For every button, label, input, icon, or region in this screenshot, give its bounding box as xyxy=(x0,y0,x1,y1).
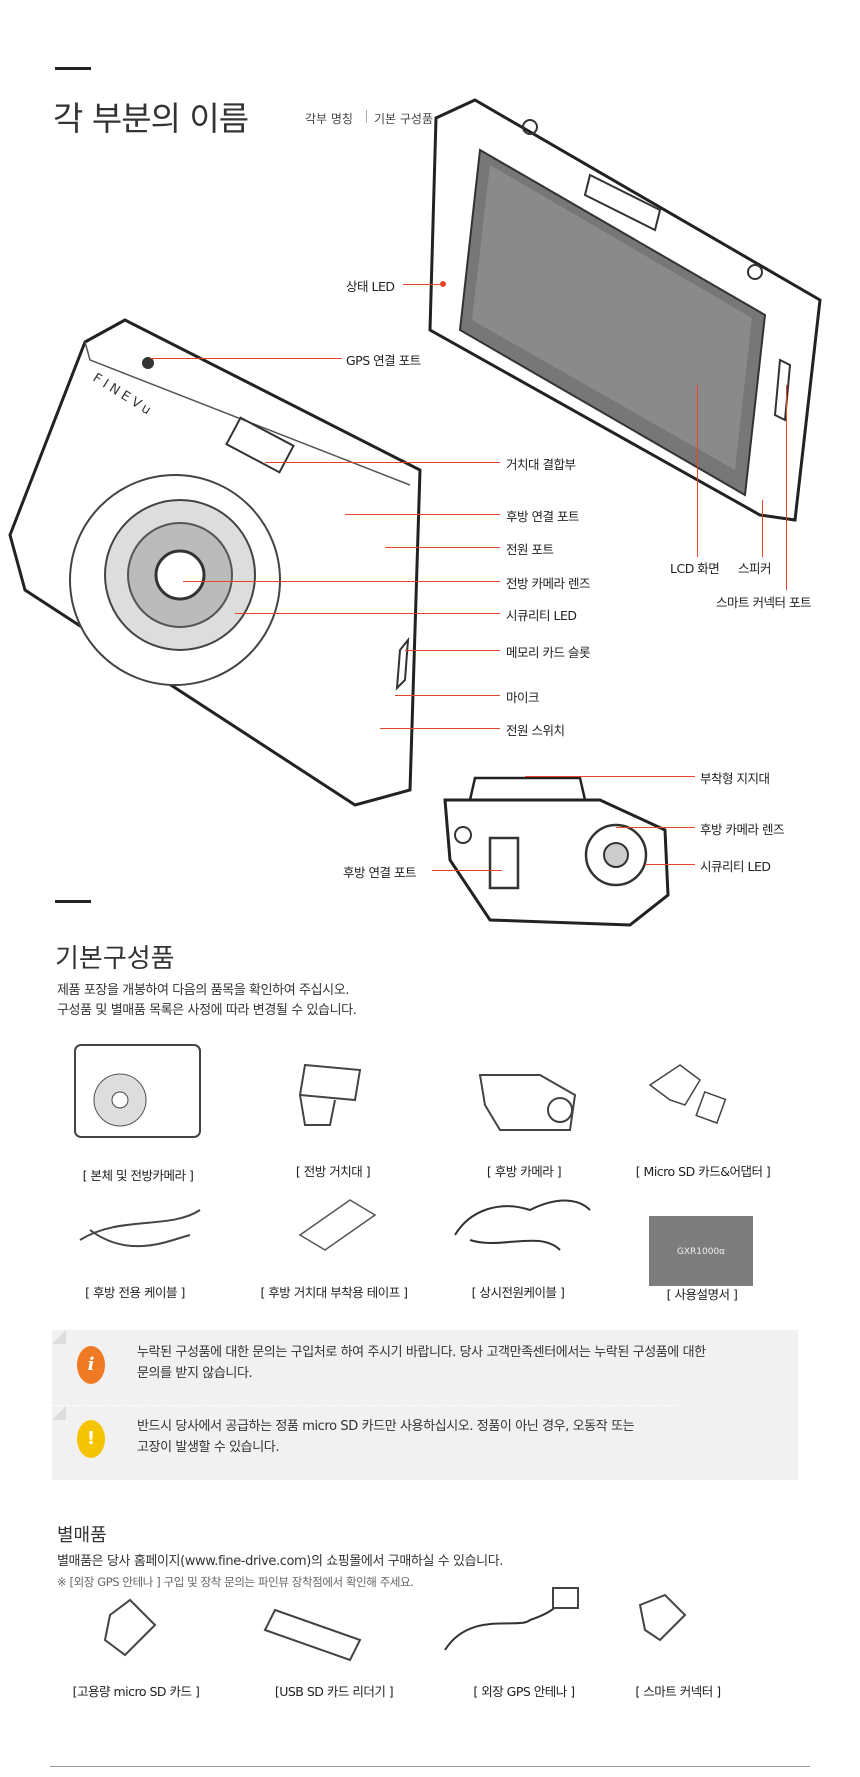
notice-box: i 누락된 구성품에 대한 문의는 구입처로 하여 주시기 바랍니다. 당사 고… xyxy=(52,1330,798,1480)
line-speaker xyxy=(762,500,763,557)
line-power-port xyxy=(385,547,500,548)
line-rear-port xyxy=(345,514,500,515)
label-mount: 거치대 결합부 xyxy=(506,457,576,472)
label-gps-port: GPS 연결 포트 xyxy=(346,353,421,368)
accessory-caption: [ 스마트 커넥터 ] xyxy=(635,1684,721,1699)
accessory-caption: [ 외장 GPS 안테나 ] xyxy=(473,1684,575,1699)
components-desc-2: 구성품 및 별매품 목록은 사정에 따라 변경될 수 있습니다. xyxy=(57,1003,357,1018)
label-power-switch: 전원 스위치 xyxy=(506,723,565,738)
line-mic xyxy=(395,695,500,696)
accessory-caption: [고용량 micro SD 카드 ] xyxy=(72,1684,200,1699)
label-lcd: LCD 화면 xyxy=(670,561,720,576)
component-illustrations: GXR1000α xyxy=(74,1044,753,1286)
notice-text-2b: 고장이 발생할 수 있습니다. xyxy=(137,1440,280,1455)
label-status-led: 상태 LED xyxy=(346,279,395,294)
warning-icon: ! xyxy=(77,1420,105,1458)
nav-parts[interactable]: 각부 명칭 xyxy=(305,112,353,126)
line-gps xyxy=(150,358,342,359)
label-power-port: 전원 포트 xyxy=(506,542,554,557)
info-icon: i xyxy=(77,1346,105,1384)
label-rear-lens: 후방 카메라 렌즈 xyxy=(700,822,784,837)
line-security-led xyxy=(235,613,500,614)
components-desc-1: 제품 포장을 개봉하여 다음의 품목을 확인하여 주십시오. xyxy=(57,983,350,998)
label-rear-port: 후방 연결 포트 xyxy=(506,509,579,524)
corner-decoration xyxy=(52,1406,66,1420)
bottom-rule xyxy=(50,1766,810,1767)
line-rear-lens xyxy=(616,827,695,828)
nav-components[interactable]: 기본 구성품 xyxy=(374,112,434,126)
line-rear-cam-port xyxy=(432,870,502,871)
accessory-caption: [USB SD 카드 리더기 ] xyxy=(274,1684,394,1699)
rear-camera-illustration xyxy=(443,776,670,927)
line-status-led xyxy=(403,284,443,285)
line-rear-led xyxy=(645,864,695,865)
component-caption: [ Micro SD 카드&어댑터 ] xyxy=(635,1164,771,1179)
label-rear-cam-port: 후방 연결 포트 xyxy=(343,865,416,880)
component-caption: [ 본체 및 전방카메라 ] xyxy=(82,1168,194,1183)
accessory-illustrations xyxy=(103,1587,687,1662)
component-caption: [ 후방 전용 케이블 ] xyxy=(85,1285,185,1300)
manual-model: GXR1000α xyxy=(677,1247,725,1257)
label-mic: 마이크 xyxy=(506,690,540,705)
section-dash xyxy=(55,67,91,70)
notice-text-1a: 누락된 구성품에 대한 문의는 구입처로 하여 주시기 바랍니다. 당사 고객만… xyxy=(137,1345,706,1360)
line-bracket xyxy=(525,776,695,777)
components-title: 기본구성품 xyxy=(55,944,175,974)
label-speaker: 스피커 xyxy=(738,561,772,576)
page-title: 각 부분의 이름 xyxy=(53,99,249,138)
corner-decoration xyxy=(52,1330,66,1344)
device-back-illustration xyxy=(428,98,822,522)
notice-text-2a: 반드시 당사에서 공급하는 정품 micro SD 카드만 사용하십시오. 정품… xyxy=(137,1419,635,1434)
label-security-led: 시큐리티 LED xyxy=(506,608,577,623)
component-caption: [ 후방 카메라 ] xyxy=(486,1164,562,1179)
line-smart-port xyxy=(786,385,787,590)
label-rear-security-led: 시큐리티 LED xyxy=(700,859,771,874)
accessories-note: ※ [외장 GPS 안테나 ] 구입 및 장착 문의는 파인뷰 장착점에서 확인… xyxy=(57,1575,414,1589)
component-caption: [ 후방 거치대 부착용 테이프 ] xyxy=(260,1285,408,1300)
device-front-illustration: FINEVu xyxy=(8,318,422,807)
component-caption: [ 전방 거치대 ] xyxy=(295,1164,371,1179)
line-mount xyxy=(265,462,500,463)
dot-status-led xyxy=(440,281,446,287)
section-dash xyxy=(55,900,91,903)
label-front-lens: 전방 카메라 렌즈 xyxy=(506,576,590,591)
line-lcd xyxy=(697,385,698,557)
notice-divider xyxy=(52,1405,682,1406)
notice-text-1b: 문의를 받지 않습니다. xyxy=(137,1366,253,1381)
nav-divider xyxy=(366,110,367,123)
label-bracket: 부착형 지지대 xyxy=(700,771,770,786)
component-caption: [ 사용설명서 ] xyxy=(666,1287,738,1302)
component-caption: [ 상시전원케이블 ] xyxy=(471,1285,565,1300)
line-memory xyxy=(405,650,500,651)
line-front-lens xyxy=(183,581,500,582)
accessories-desc: 별매품은 당사 홈페이지(www.fine-drive.com)의 쇼핑몰에서 … xyxy=(57,1554,504,1569)
line-power-switch xyxy=(380,728,500,729)
label-memory-slot: 메모리 카드 슬롯 xyxy=(506,645,590,660)
accessories-title: 별매품 xyxy=(57,1525,107,1546)
label-smart-port: 스마트 커넥터 포트 xyxy=(716,595,811,610)
